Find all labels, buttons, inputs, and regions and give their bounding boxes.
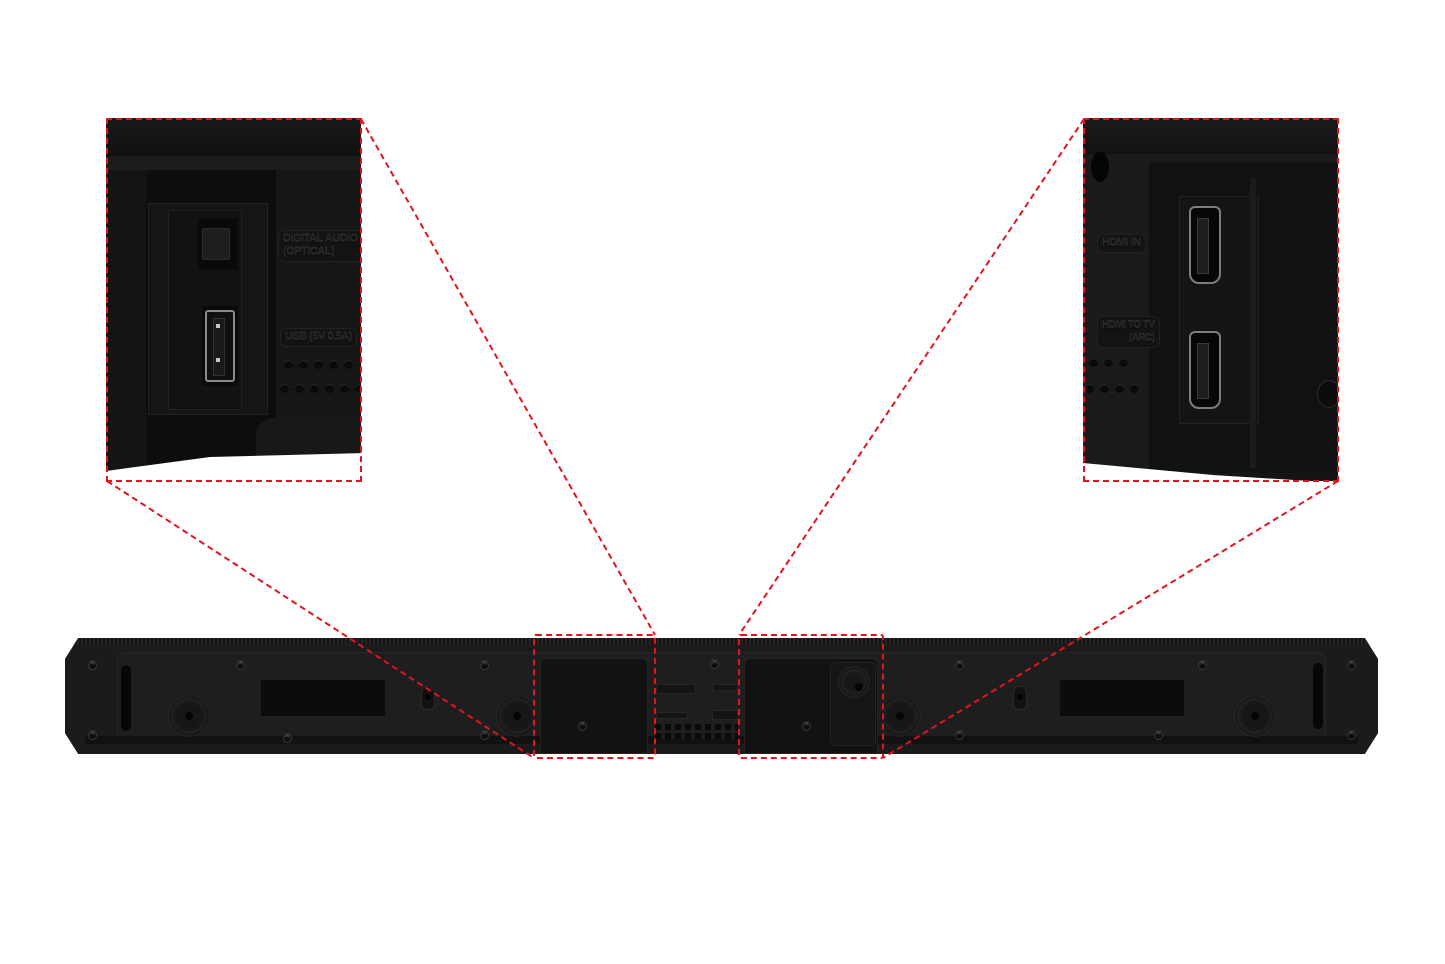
wall-mount-slot-right: [1313, 663, 1323, 729]
embossed-mark: [712, 684, 738, 691]
callout-right-hdmi: HDMI IN HDMI TO TV (ARC): [1083, 118, 1338, 481]
rating-label-left: [261, 680, 385, 716]
label-hdmi-to-tv-arc: HDMI TO TV (ARC): [1097, 316, 1160, 348]
vent-row: [655, 733, 738, 739]
embossed-mark: [712, 710, 738, 720]
screw-icon: [1347, 658, 1356, 670]
keyhole-mount-icon: [1013, 686, 1027, 710]
vent-row: [1089, 358, 1128, 367]
screw-icon: [955, 658, 964, 670]
screw-icon: [480, 728, 489, 740]
hdmi-connector-icon: [1197, 343, 1209, 399]
left-port-bay: [540, 658, 648, 754]
rubber-foot-icon: [176, 703, 202, 729]
callout-left-optical-usb: DIGITAL AUDIO IN (OPTICAL) USB (5V 0.5A): [106, 118, 361, 481]
screw-icon: [283, 731, 292, 743]
screw-icon: [710, 657, 719, 669]
screw-icon: [578, 719, 587, 731]
screw-icon: [955, 728, 964, 740]
label-hdmi-in: HDMI IN: [1097, 234, 1146, 253]
screw-icon: [1317, 380, 1338, 408]
screw-icon: [236, 658, 245, 670]
mount-hole-icon: [1091, 152, 1109, 182]
wall-mount-slot-left: [121, 665, 131, 731]
housing-foot: [256, 418, 361, 458]
usb-pin-icon: [216, 358, 220, 362]
inset-top-edge: [1083, 118, 1338, 154]
embossed-mark: [656, 684, 696, 694]
vent-row: [1085, 384, 1139, 393]
keyhole-mount-icon: [421, 686, 435, 710]
recess-rib: [1250, 178, 1256, 468]
speaker-grille-edge: [73, 638, 1370, 646]
vent-row: [280, 384, 361, 393]
inset-shelf: [106, 156, 361, 170]
inset-background: [106, 453, 361, 481]
screw-icon: [1154, 728, 1163, 740]
screw-icon: [88, 658, 97, 670]
embossed-mark: [656, 712, 688, 719]
label-digital-audio-in-optical: DIGITAL AUDIO IN (OPTICAL): [278, 230, 361, 262]
screw-icon: [88, 728, 97, 740]
screw-icon: [1347, 728, 1356, 740]
hdmi-connector-icon: [1197, 218, 1209, 274]
connector-line: [360, 118, 656, 636]
screw-icon: [480, 658, 489, 670]
usb-pin-icon: [216, 324, 220, 328]
rubber-foot-icon: [887, 703, 913, 729]
vent-row: [655, 724, 738, 730]
screw-icon: [802, 719, 811, 731]
rating-label-right: [1060, 680, 1184, 716]
label-usb: USB (5V 0.5A): [280, 328, 357, 347]
inset-top-edge: [106, 118, 361, 158]
optical-port-shutter-icon: [202, 228, 230, 260]
vent-row: [284, 360, 361, 369]
connector-line: [738, 118, 1085, 636]
rubber-foot-icon: [504, 703, 530, 729]
bottom-lip: [85, 736, 1358, 744]
rubber-foot-icon: [1242, 703, 1268, 729]
power-port-icon: [846, 674, 863, 691]
screw-icon: [1198, 658, 1207, 670]
hdmi-in-port: [1189, 206, 1221, 284]
hdmi-arc-port: [1189, 331, 1221, 409]
